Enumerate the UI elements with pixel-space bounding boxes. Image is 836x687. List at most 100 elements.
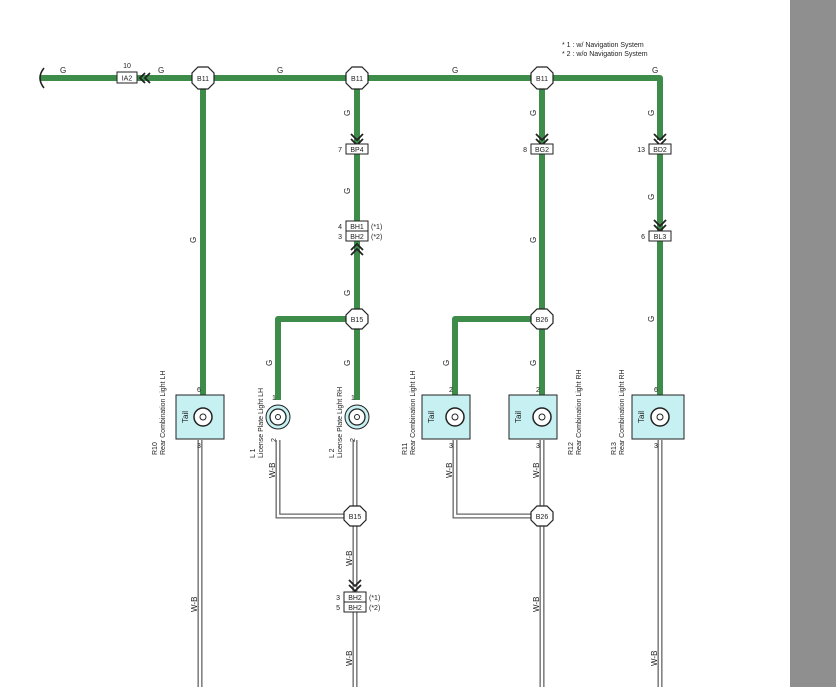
pin-number: 2 xyxy=(271,438,278,442)
junction-b11-right: B11 xyxy=(530,66,554,90)
wire-label-wb: W-B xyxy=(268,463,277,478)
connector-bh-top: BH1 BH2 4 3 (*1) (*2) xyxy=(338,220,382,256)
pin-number: 3 xyxy=(449,443,453,450)
bulb-icon xyxy=(269,408,287,426)
wire-label-g: G xyxy=(529,360,538,366)
component-function: Tail xyxy=(637,411,646,423)
wire-label-g: G xyxy=(452,66,458,75)
connector-note: (*1) xyxy=(371,224,382,231)
component-l2: 1 2 L 2 License Plate Light RH xyxy=(329,387,370,458)
wire-wb-r11 xyxy=(452,440,542,519)
connector-id: BH2 xyxy=(350,234,364,241)
connector-bg2: BG2 8 xyxy=(523,133,554,155)
wire-label-g: G xyxy=(265,360,274,366)
green-wires xyxy=(40,75,663,400)
wiring-diagram: * 1 : w/ Navigation System * 2 : w/o Nav… xyxy=(39,42,685,687)
wire-label-g: G xyxy=(277,66,283,75)
wire-g-r11-r12 xyxy=(452,316,545,400)
connector-id: BL3 xyxy=(654,234,667,241)
connector-id: BH2 xyxy=(348,605,362,612)
component-code: R12 xyxy=(568,442,575,455)
junction-label: B11 xyxy=(197,76,209,83)
junction-label: B15 xyxy=(349,514,362,521)
wire-label-g: G xyxy=(652,66,658,75)
connector-bp4: BP4 7 xyxy=(338,133,369,155)
wire-label-g: G xyxy=(343,360,352,366)
component-l1: 1 2 L 1 License Plate Light LH xyxy=(250,388,291,458)
pin-number: 2 xyxy=(449,387,453,394)
wire-label-g: G xyxy=(442,360,451,366)
wire-label-g: G xyxy=(647,110,656,116)
component-function: Tail xyxy=(181,411,190,423)
connector-pin: 13 xyxy=(637,147,645,154)
pin-number: 3 xyxy=(536,443,540,450)
scroll-gutter[interactable] xyxy=(790,0,836,687)
bulb-icon xyxy=(348,408,366,426)
wire-label-g: G xyxy=(343,290,352,296)
connector-id: BG2 xyxy=(535,147,549,154)
component-name: Rear Combination Light RH xyxy=(619,369,626,455)
connector-bh-bottom: BH2 BH2 3 5 (*1) (*2) xyxy=(336,579,380,613)
pin-number: 3 xyxy=(654,443,658,450)
component-code: R11 xyxy=(402,443,409,455)
connector-arrow-icon xyxy=(350,242,364,256)
wire-label-g: G xyxy=(189,237,198,243)
component-r13: Tail 6 3 R13 Rear Combination Light RH xyxy=(611,369,685,455)
wire-label-g: G xyxy=(529,237,538,243)
wire-label-group-g: G G G G G G G G G G G G G G G G G G xyxy=(60,66,658,366)
junction-b26-bottom: B26 xyxy=(530,505,554,527)
wire-label-wb: W-B xyxy=(345,651,354,666)
junction-b26-top: B26 xyxy=(530,308,554,330)
component-r10: Tail 6 3 R10 Rear Combination Light LH xyxy=(152,371,225,455)
connector-ia2: IA2 10 xyxy=(116,63,151,84)
connector-pin: 8 xyxy=(523,147,527,154)
connector-arrow-icon xyxy=(138,72,151,84)
wire-label-wb: W-B xyxy=(345,551,354,566)
component-name: License Plate Light LH xyxy=(258,388,265,458)
wire-label-g: G xyxy=(343,188,352,194)
connector-pin: 7 xyxy=(338,147,342,154)
pin-number: 3 xyxy=(197,443,201,450)
connector-note: (*1) xyxy=(369,595,380,602)
connector-id: BH2 xyxy=(348,595,362,602)
pin-number: 6 xyxy=(197,387,201,394)
bulb-icon xyxy=(193,407,213,427)
junction-label: B26 xyxy=(536,514,549,521)
junction-b11-left: B11 xyxy=(191,66,215,90)
connector-pin: 4 xyxy=(338,224,342,231)
wire-label-wb: W-B xyxy=(445,463,454,478)
wire-label-wb: W-B xyxy=(532,597,541,612)
note-no-nav: * 2 : w/o Navigation System xyxy=(562,51,648,58)
wire-label-g: G xyxy=(343,110,352,116)
component-code: L 2 xyxy=(329,448,336,458)
wire-label-g: G xyxy=(647,194,656,200)
junction-b15-top: B15 xyxy=(345,308,369,330)
ground-wires xyxy=(197,440,663,687)
connector-arrow-icon xyxy=(348,579,362,593)
connector-note: (*2) xyxy=(369,605,380,612)
pin-number: 1 xyxy=(351,395,355,402)
connector-id: BP4 xyxy=(350,147,363,154)
wire-label-wb: W-B xyxy=(532,463,541,478)
wire-break-symbol xyxy=(39,67,45,89)
junction-label: B26 xyxy=(536,317,549,324)
junction-b15-bottom: B15 xyxy=(343,505,367,527)
pin-number: 2 xyxy=(350,438,357,442)
component-r12: Tail 2 3 R12 Rear Combination Light RH xyxy=(508,369,583,455)
connector-bd2: BD2 13 xyxy=(637,133,672,155)
wire-label-g: G xyxy=(647,316,656,322)
junction-b11-middle: B11 xyxy=(345,66,369,90)
wire-g-l1-l2 xyxy=(275,316,360,400)
component-r11: Tail 2 3 R11 Rear Combination Light LH xyxy=(402,371,471,455)
wire-label-g: G xyxy=(158,66,164,75)
connector-pin: 5 xyxy=(336,605,340,612)
wire-label-wb: W-B xyxy=(190,597,199,612)
wire-label-group-wb: W-B W-B W-B W-B W-B W-B W-B W-B xyxy=(190,463,659,666)
bulb-icon xyxy=(445,407,465,427)
connector-note: (*2) xyxy=(371,234,382,241)
bulb-icon xyxy=(650,407,670,427)
pin-number: 6 xyxy=(654,387,658,394)
component-code: R13 xyxy=(611,442,618,455)
component-code: L 1 xyxy=(250,448,257,458)
junction-label: B15 xyxy=(351,317,364,324)
